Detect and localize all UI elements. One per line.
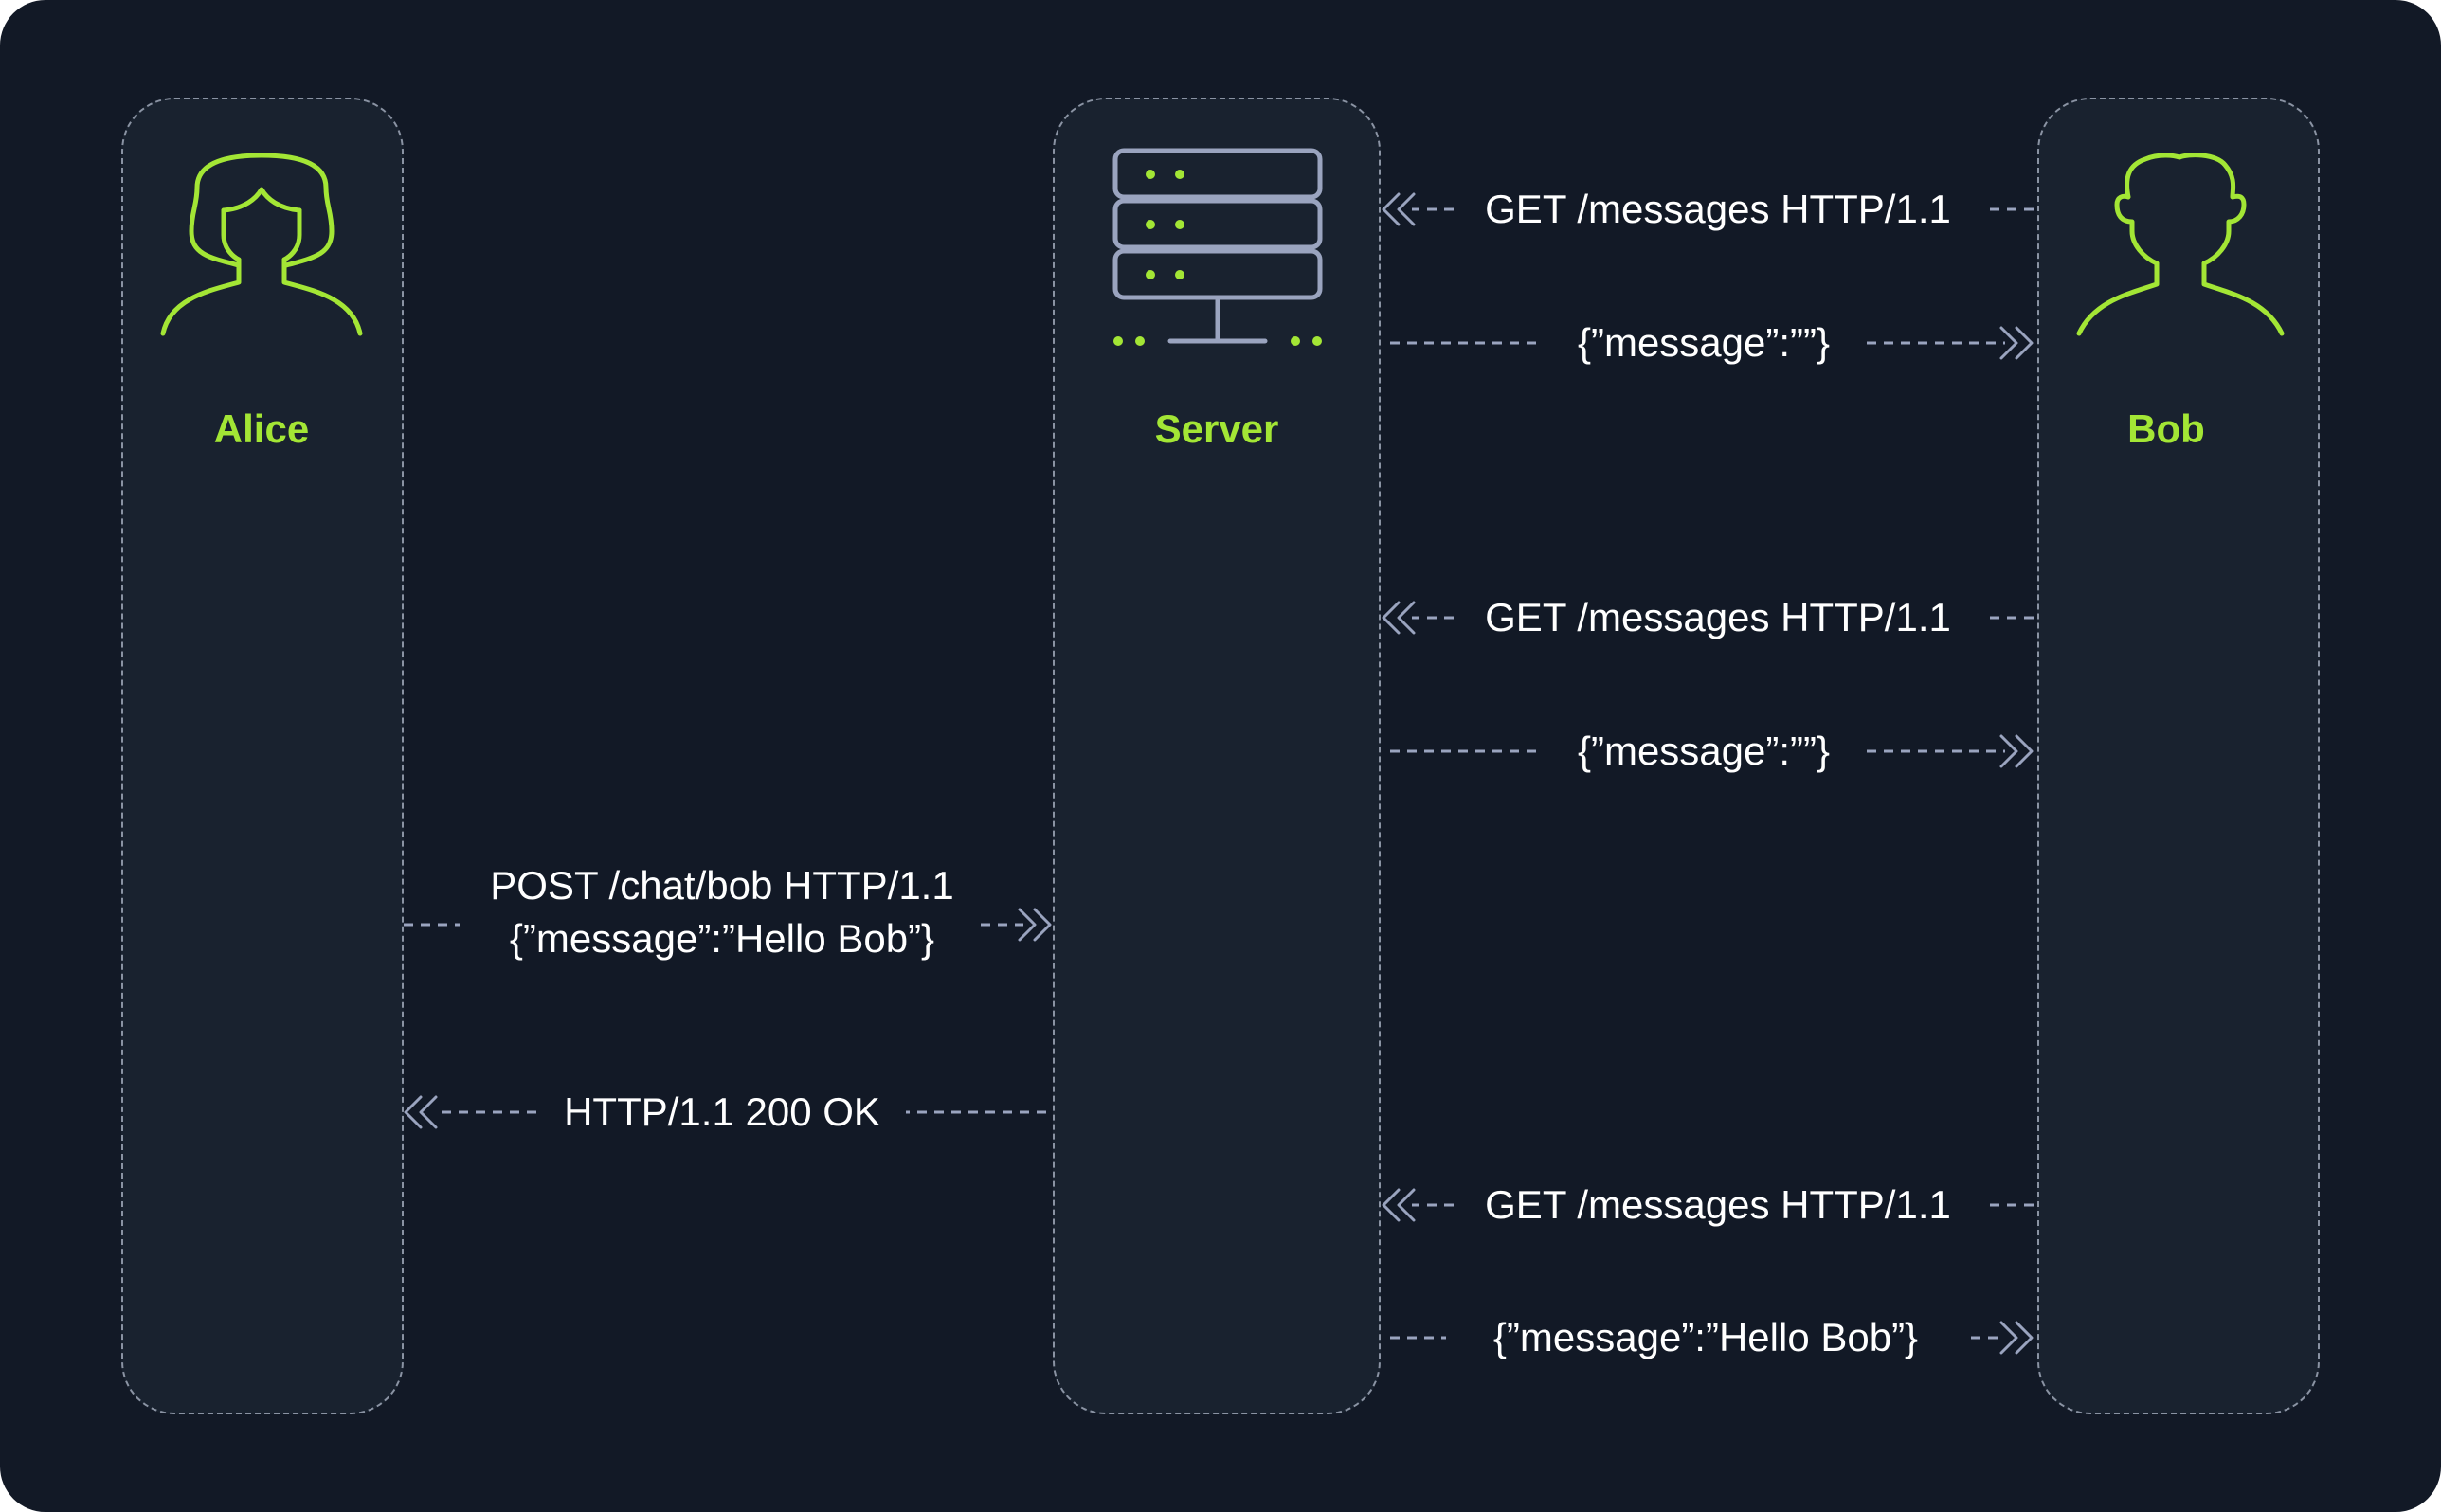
arrow-head-left xyxy=(404,1095,438,1129)
server-rack-icon xyxy=(1112,148,1323,346)
server-label: Server xyxy=(1154,406,1279,451)
message-label: HTTP/1.1 200 OK xyxy=(564,1089,880,1134)
arrow-head-right xyxy=(1999,734,2034,768)
message-label: POST /chat/bob HTTP/1.1 xyxy=(490,863,954,908)
arrow-head-left xyxy=(1382,1188,1416,1222)
message-label: {”message”:”Hello Bob”} xyxy=(1492,1315,1919,1359)
alice-label: Alice xyxy=(213,406,310,451)
message-label: {”message”:””} xyxy=(1577,320,1831,365)
arrow-head-right xyxy=(1999,1321,2034,1355)
arrow-head-left xyxy=(1382,601,1416,635)
arrow-head-right xyxy=(1999,326,2034,360)
message-label: GET /messages HTTP/1.1 xyxy=(1485,187,1951,231)
arrow-head-left xyxy=(1382,192,1416,226)
bob-label: Bob xyxy=(2127,406,2205,451)
man-user-icon xyxy=(2076,153,2285,336)
message-label: {”message”:””} xyxy=(1577,729,1831,773)
woman-user-icon xyxy=(160,153,363,336)
message-label: GET /messages HTTP/1.1 xyxy=(1485,1182,1951,1227)
arrow-head-right xyxy=(1018,908,1052,942)
message-label: GET /messages HTTP/1.1 xyxy=(1485,595,1951,639)
message-label: {”message”:”Hello Bob”} xyxy=(509,916,935,961)
